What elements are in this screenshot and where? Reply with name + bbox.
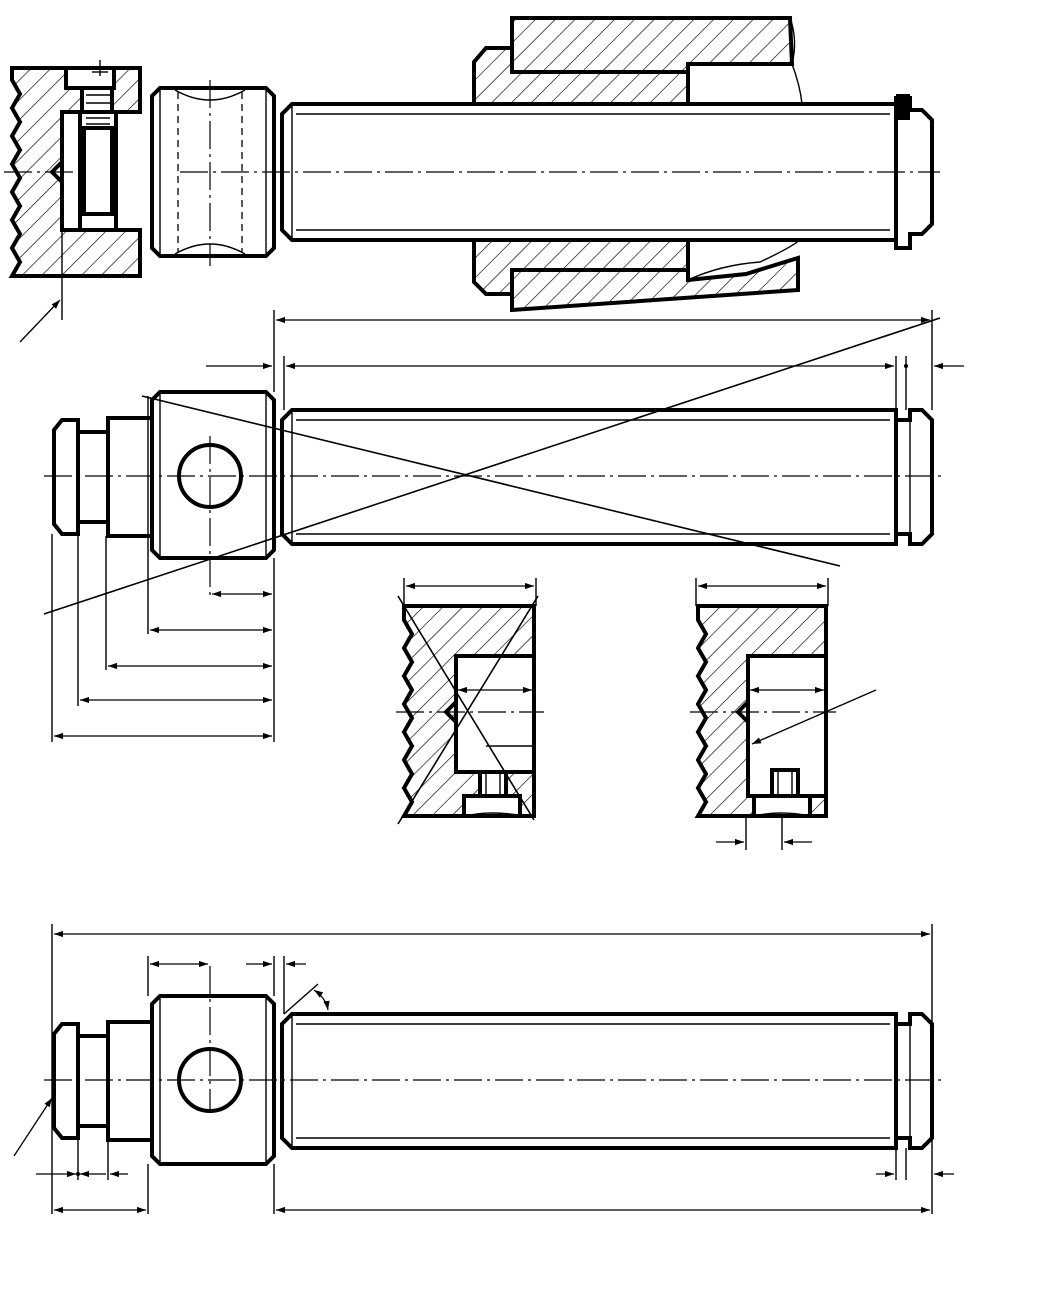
housing-option-a [396, 578, 544, 825]
view-3-housing-options [396, 578, 877, 850]
housing-option-b [690, 578, 877, 850]
shaft-view-1 [180, 94, 940, 250]
knob-roller [150, 80, 276, 266]
view-4-shaft-final [13, 924, 954, 1214]
housing-left-section [4, 60, 142, 343]
view-1-assembly [4, 16, 940, 343]
view-2-shaft [43, 310, 964, 742]
sleeve-right-section [472, 16, 803, 313]
